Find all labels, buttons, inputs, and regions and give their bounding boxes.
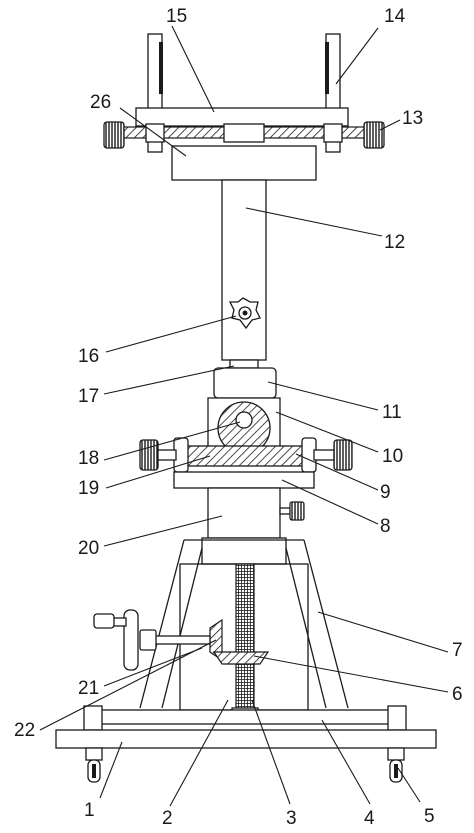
cross-bar [89,709,403,725]
right-sleeve [323,123,343,143]
left-caster-bracket [85,747,103,761]
left-bar-clamp [83,705,103,731]
label-22: 22 [14,720,35,741]
label-12: 12 [384,232,405,253]
label-3: 3 [286,808,297,829]
tilt-head [207,367,281,455]
right-clamp-pad [325,42,329,94]
right-caster-bracket [387,747,405,761]
label-14: 14 [384,6,406,27]
neck [229,359,259,369]
frame-outer [139,539,349,709]
label-6: 6 [452,684,463,705]
label-10: 10 [382,446,403,467]
crank-handle [93,613,115,629]
label-19: 19 [78,478,99,499]
tripod-frame [93,539,349,715]
left-caster-hub [92,764,96,778]
crank-bearing [139,629,157,651]
left-clamp-pad [159,42,163,94]
column-collar [201,537,287,565]
frame-inner [161,547,327,709]
base-plate [55,729,437,749]
label-11: 11 [382,402,402,423]
crank-shaft [153,635,211,645]
label-9: 9 [380,482,391,503]
base [55,705,437,783]
worm-bar [185,445,305,467]
label-2: 2 [162,808,173,829]
worm-assembly [139,437,353,489]
right-caster-hub [394,764,398,778]
right-bar-clamp [387,705,407,731]
label-18: 18 [78,448,99,469]
leader-lines [39,25,449,807]
label-1: 1 [84,800,95,821]
top-clamp-assembly [103,33,385,181]
label-20: 20 [78,538,99,559]
upper-tube [221,179,267,361]
label-4: 4 [364,808,375,829]
lead-screw [235,563,255,711]
label-5: 5 [424,806,435,827]
middle-column [201,487,305,565]
left-shaft-stub [155,449,177,461]
left-hand-knob [139,439,159,471]
label-8: 8 [380,516,391,537]
label-15: 15 [166,6,187,27]
right-shaft-stub [313,449,335,461]
label-13: 13 [402,108,423,129]
lock-knob-center [242,310,248,316]
label-16: 16 [78,346,99,367]
bevel-gear-horizontal [212,651,270,665]
label-26: 26 [90,92,111,113]
crank-disk [123,609,139,671]
side-screw-stem [279,507,291,515]
gear-shaft [235,411,253,429]
head-block [213,367,277,399]
mount-block [171,145,317,181]
middle-tube [207,487,281,539]
label-21: 21 [78,678,99,699]
right-hand-knob [333,439,353,471]
screw-center-block [223,123,265,143]
label-7: 7 [452,640,463,661]
right-knob [363,121,385,149]
label-17: 17 [78,386,99,407]
upper-column [221,179,267,369]
part-labels: 15 14 26 13 12 16 17 11 10 18 19 9 8 20 … [14,6,463,829]
top-plate [135,107,349,127]
left-knob [103,121,125,149]
side-screw-knob [289,501,305,521]
